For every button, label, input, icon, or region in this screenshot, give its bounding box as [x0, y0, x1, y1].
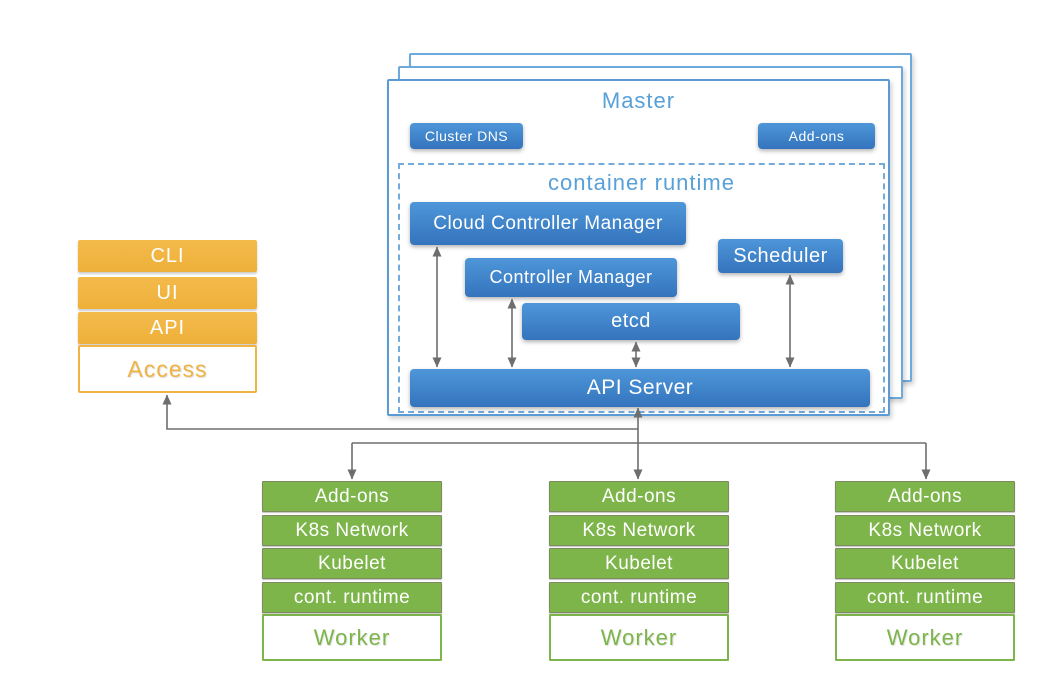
- controller-manager-box: Controller Manager: [465, 258, 677, 297]
- worker3-addons: Add-ons: [835, 481, 1015, 512]
- worker3-cont-runtime: cont. runtime: [835, 582, 1015, 613]
- worker2-cont-runtime: cont. runtime: [549, 582, 729, 613]
- worker1-k8s-network: K8s Network: [262, 515, 442, 546]
- worker1-kubelet: Kubelet: [262, 548, 442, 579]
- addons-box: Add-ons: [758, 123, 875, 149]
- worker2-label-box: Worker: [549, 614, 729, 661]
- access-row-ui: UI: [78, 277, 257, 309]
- cloud-controller-manager-box: Cloud Controller Manager: [410, 202, 686, 245]
- worker-node-3: Add-ons K8s Network Kubelet cont. runtim…: [835, 481, 1015, 661]
- etcd-box: etcd: [522, 303, 740, 340]
- worker3-k8s-network: K8s Network: [835, 515, 1015, 546]
- worker1-cont-runtime: cont. runtime: [262, 582, 442, 613]
- access-label-box: Access: [78, 345, 257, 393]
- access-row-cli: CLI: [78, 240, 257, 272]
- cluster-dns-box: Cluster DNS: [410, 123, 523, 149]
- worker1-addons: Add-ons: [262, 481, 442, 512]
- api-server-box: API Server: [410, 369, 870, 407]
- master-node: Master Cluster DNS Add-ons container run…: [387, 79, 890, 416]
- worker2-k8s-network: K8s Network: [549, 515, 729, 546]
- worker-node-1: Add-ons K8s Network Kubelet cont. runtim…: [262, 481, 442, 661]
- worker3-kubelet: Kubelet: [835, 548, 1015, 579]
- worker3-label-box: Worker: [835, 614, 1015, 661]
- container-runtime-title: container runtime: [548, 170, 735, 195]
- worker2-kubelet: Kubelet: [549, 548, 729, 579]
- worker1-label-box: Worker: [262, 614, 442, 661]
- worker2-addons: Add-ons: [549, 481, 729, 512]
- access-row-api: API: [78, 312, 257, 344]
- container-runtime-region: container runtime Cloud Controller Manag…: [398, 163, 885, 413]
- master-title: Master: [601, 88, 676, 113]
- worker-node-2: Add-ons K8s Network Kubelet cont. runtim…: [549, 481, 729, 661]
- scheduler-box: Scheduler: [718, 239, 843, 273]
